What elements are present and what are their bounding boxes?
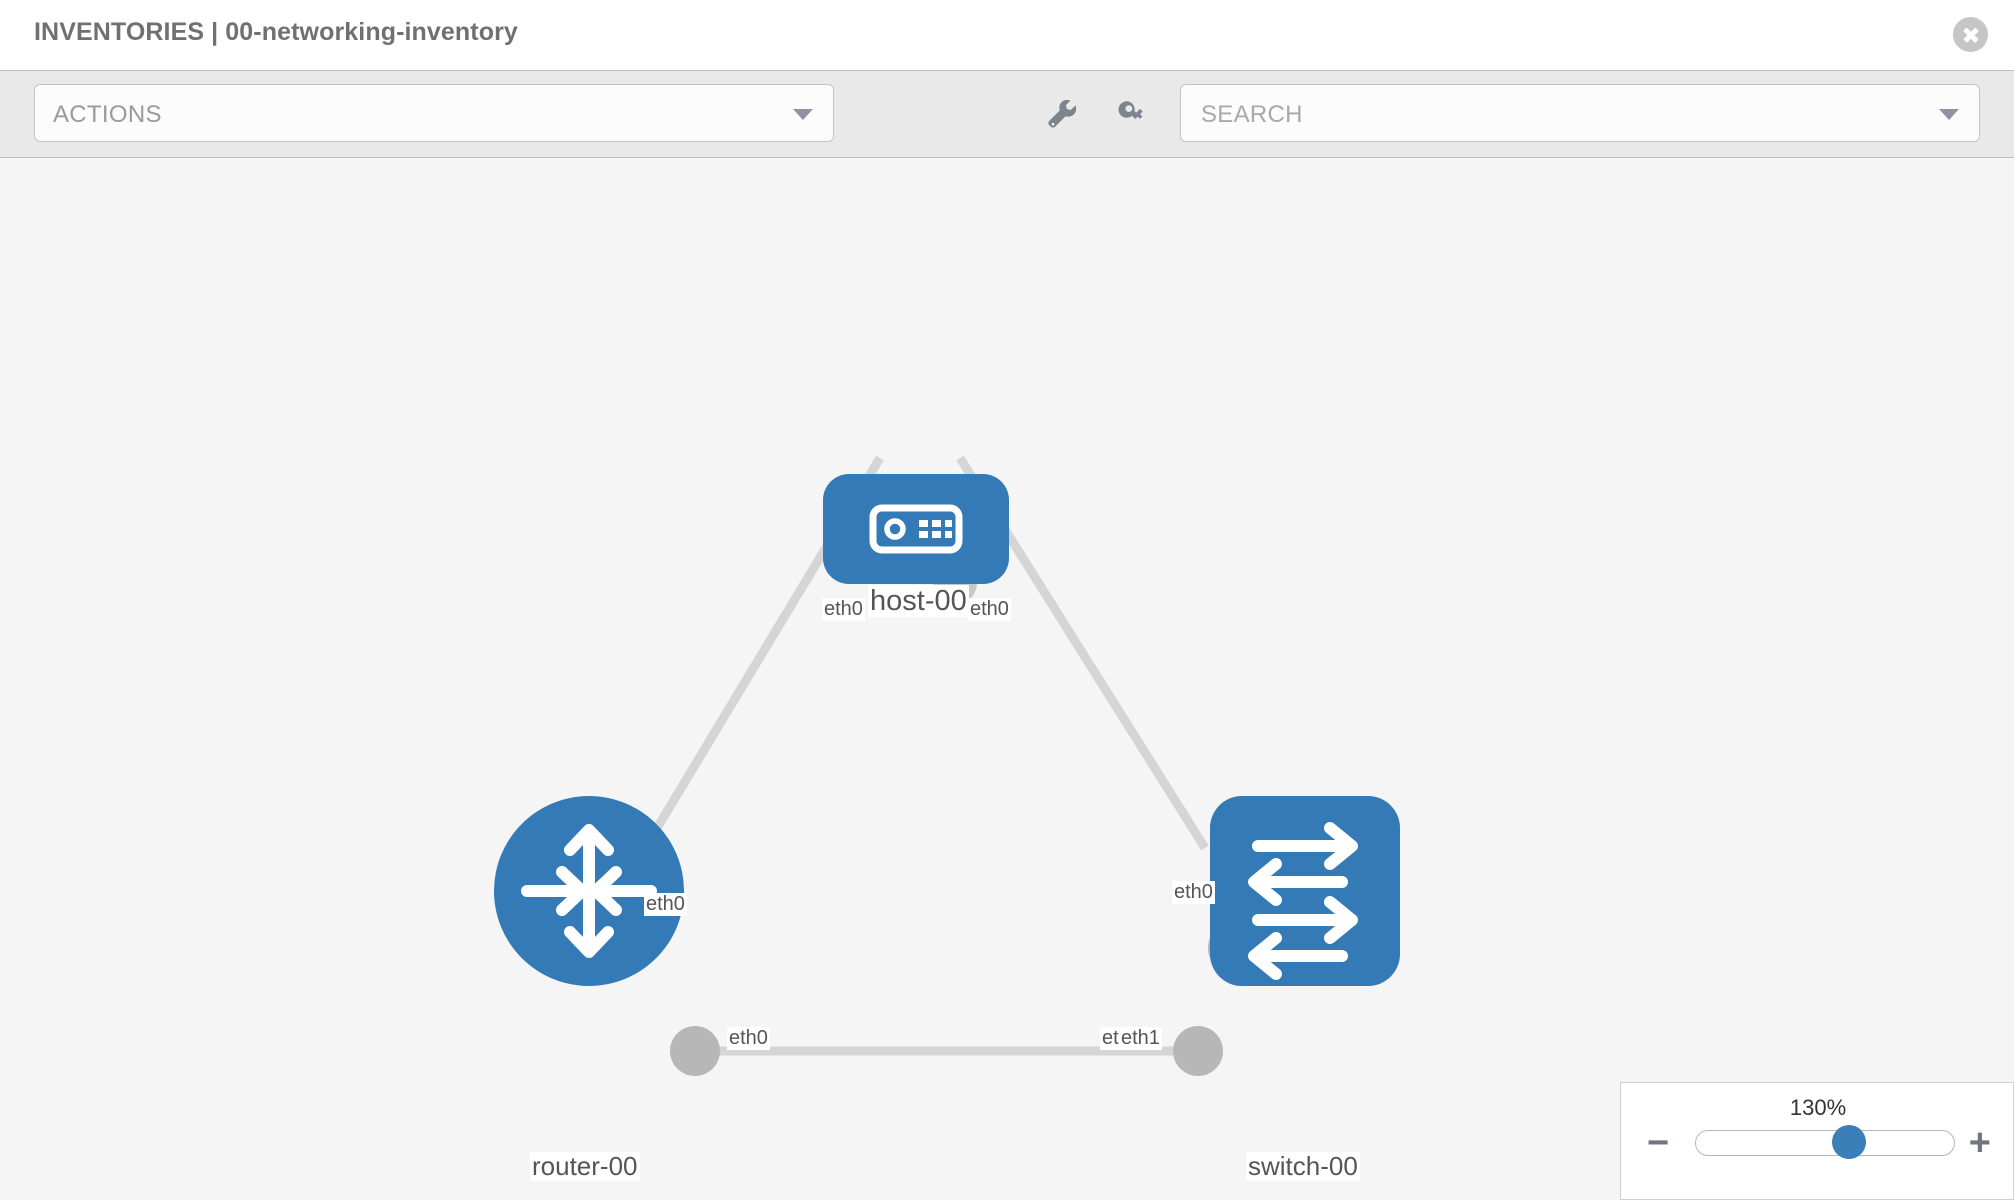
zoom-in-button[interactable]: +: [1968, 1122, 1991, 1164]
node-router-00: [494, 796, 684, 986]
zoom-level-value: 130%: [1789, 1095, 1847, 1120]
port-router-right: [670, 1026, 720, 1076]
toolbar: ACTIONS: [0, 70, 2014, 158]
zoom-out-button[interactable]: −: [1647, 1122, 1670, 1164]
search-input[interactable]: [1199, 99, 1903, 131]
close-icon[interactable]: [1953, 17, 1988, 52]
node-label-router-00: router-00: [530, 1151, 640, 1182]
iface-label-router-right: eth0: [727, 1027, 770, 1050]
zoom-slider-handle[interactable]: [1831, 1125, 1866, 1159]
node-host-00: [823, 474, 1009, 584]
topology-ports: [670, 561, 1262, 1076]
chevron-down-icon[interactable]: [1939, 109, 1959, 120]
page-header: INVENTORIES | 00-networking-inventory: [0, 0, 2014, 70]
wrench-icon[interactable]: [1045, 97, 1079, 131]
iface-label-host-right: eth0: [968, 598, 1011, 621]
actions-dropdown-label: ACTIONS: [53, 101, 162, 128]
iface-label-switch-up: eth0: [1172, 881, 1215, 904]
search-field[interactable]: [1180, 84, 1980, 142]
iface-label-host-left: eth0: [822, 598, 865, 621]
iface-label-switch-left-b: eth1: [1119, 1027, 1162, 1050]
node-switch-00: [1210, 796, 1400, 986]
node-label-switch-00: switch-00: [1246, 1151, 1360, 1182]
topology-canvas[interactable]: eth0 host-00 eth0 eth0 eth0 eth0 eth eth…: [0, 158, 2014, 1200]
chevron-down-icon: [793, 109, 813, 120]
port-switch-left-a: [1173, 1026, 1223, 1076]
actions-dropdown[interactable]: ACTIONS: [34, 84, 834, 142]
page-title: INVENTORIES | 00-networking-inventory: [34, 18, 518, 46]
zoom-control-panel: 130% − +: [1620, 1082, 2014, 1200]
topology-graph: [494, 455, 1400, 1076]
key-icon[interactable]: [1117, 97, 1151, 131]
zoom-slider-track[interactable]: [1695, 1125, 1955, 1159]
node-label-host-00: host-00: [868, 585, 969, 618]
iface-label-router-up: eth0: [644, 893, 687, 916]
